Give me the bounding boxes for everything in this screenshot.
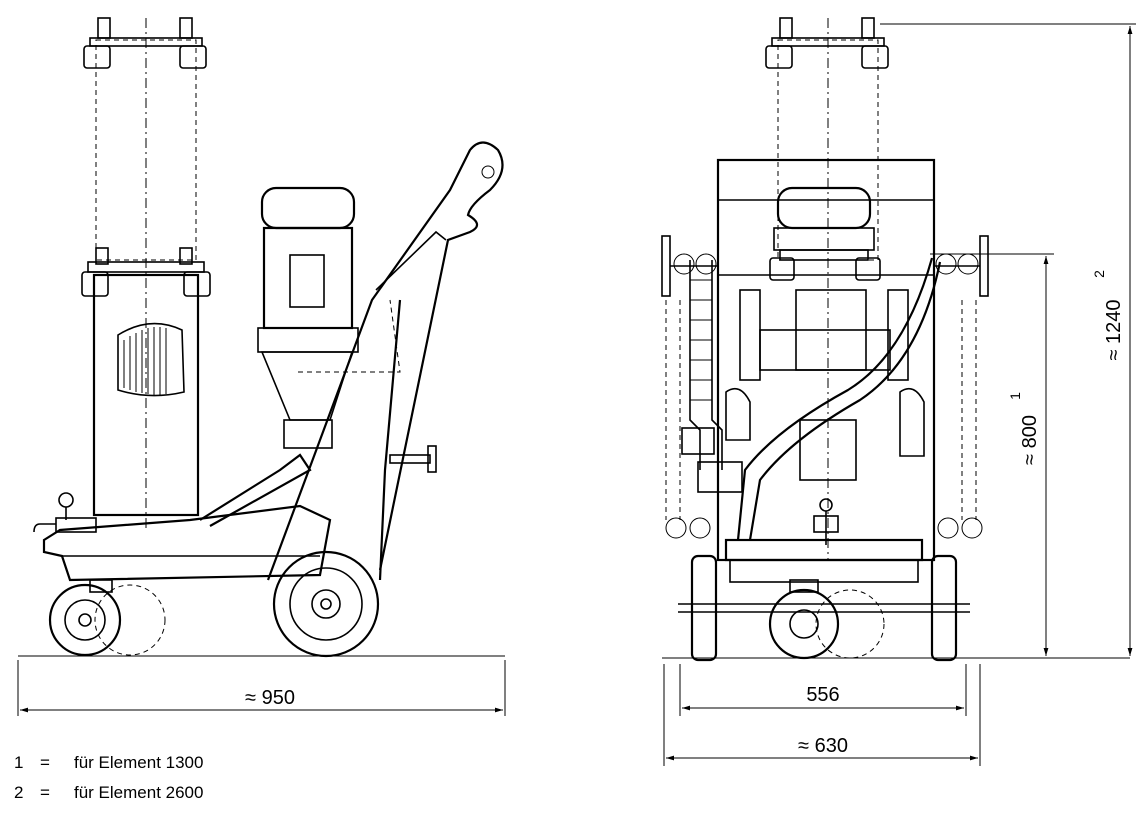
dim-height-short-label: ≈ 800	[1019, 415, 1041, 465]
dim-front-outer-width: ≈ 630	[663, 664, 981, 766]
legend-num: 1	[14, 753, 24, 772]
legend-row-1: 1 = für Element 1300	[14, 748, 203, 778]
dim-height-tall-label: ≈ 1240	[1103, 299, 1125, 360]
dim-front-inner-width-label: 556	[806, 684, 839, 706]
legend-num: 2	[14, 783, 24, 802]
front-extended-housing	[765, 17, 889, 560]
legend-text: für Element 2600	[74, 783, 204, 802]
dim-front-inner-width: 556	[679, 664, 967, 716]
dim-side-length: ≈ 950	[17, 660, 506, 716]
dim-height-tall: ≈ 1240 2	[880, 23, 1136, 656]
dim-height-short: ≈ 800 1	[930, 253, 1054, 656]
dim-front-outer-width-label: ≈ 630	[798, 735, 848, 757]
legend: 1 = für Element 1300 2 = für Element 260…	[14, 748, 203, 808]
front-drain-valve	[813, 498, 839, 545]
dim-side-length-label: ≈ 950	[245, 687, 295, 709]
side-rear-wheel	[272, 550, 380, 658]
dim-height-tall-note: 2	[1091, 270, 1107, 278]
side-frame	[42, 141, 504, 582]
side-filter-housing	[81, 247, 211, 517]
front-view: 556 ≈ 630 ≈ 800 1 ≈ 1240 2	[661, 17, 1136, 766]
front-wheels	[678, 554, 970, 662]
legend-eq: =	[40, 783, 50, 802]
legend-row-2: 2 = für Element 2600	[14, 778, 203, 808]
side-castor-wheel	[48, 579, 166, 657]
front-frame	[661, 158, 989, 583]
side-motor	[199, 186, 401, 527]
front-hose	[681, 257, 942, 541]
legend-eq: =	[40, 753, 50, 772]
legend-text: für Element 1300	[74, 753, 204, 772]
side-view: ≈ 950	[17, 17, 506, 716]
dim-height-short-note: 1	[1007, 392, 1023, 400]
side-drain-valve	[33, 492, 97, 533]
